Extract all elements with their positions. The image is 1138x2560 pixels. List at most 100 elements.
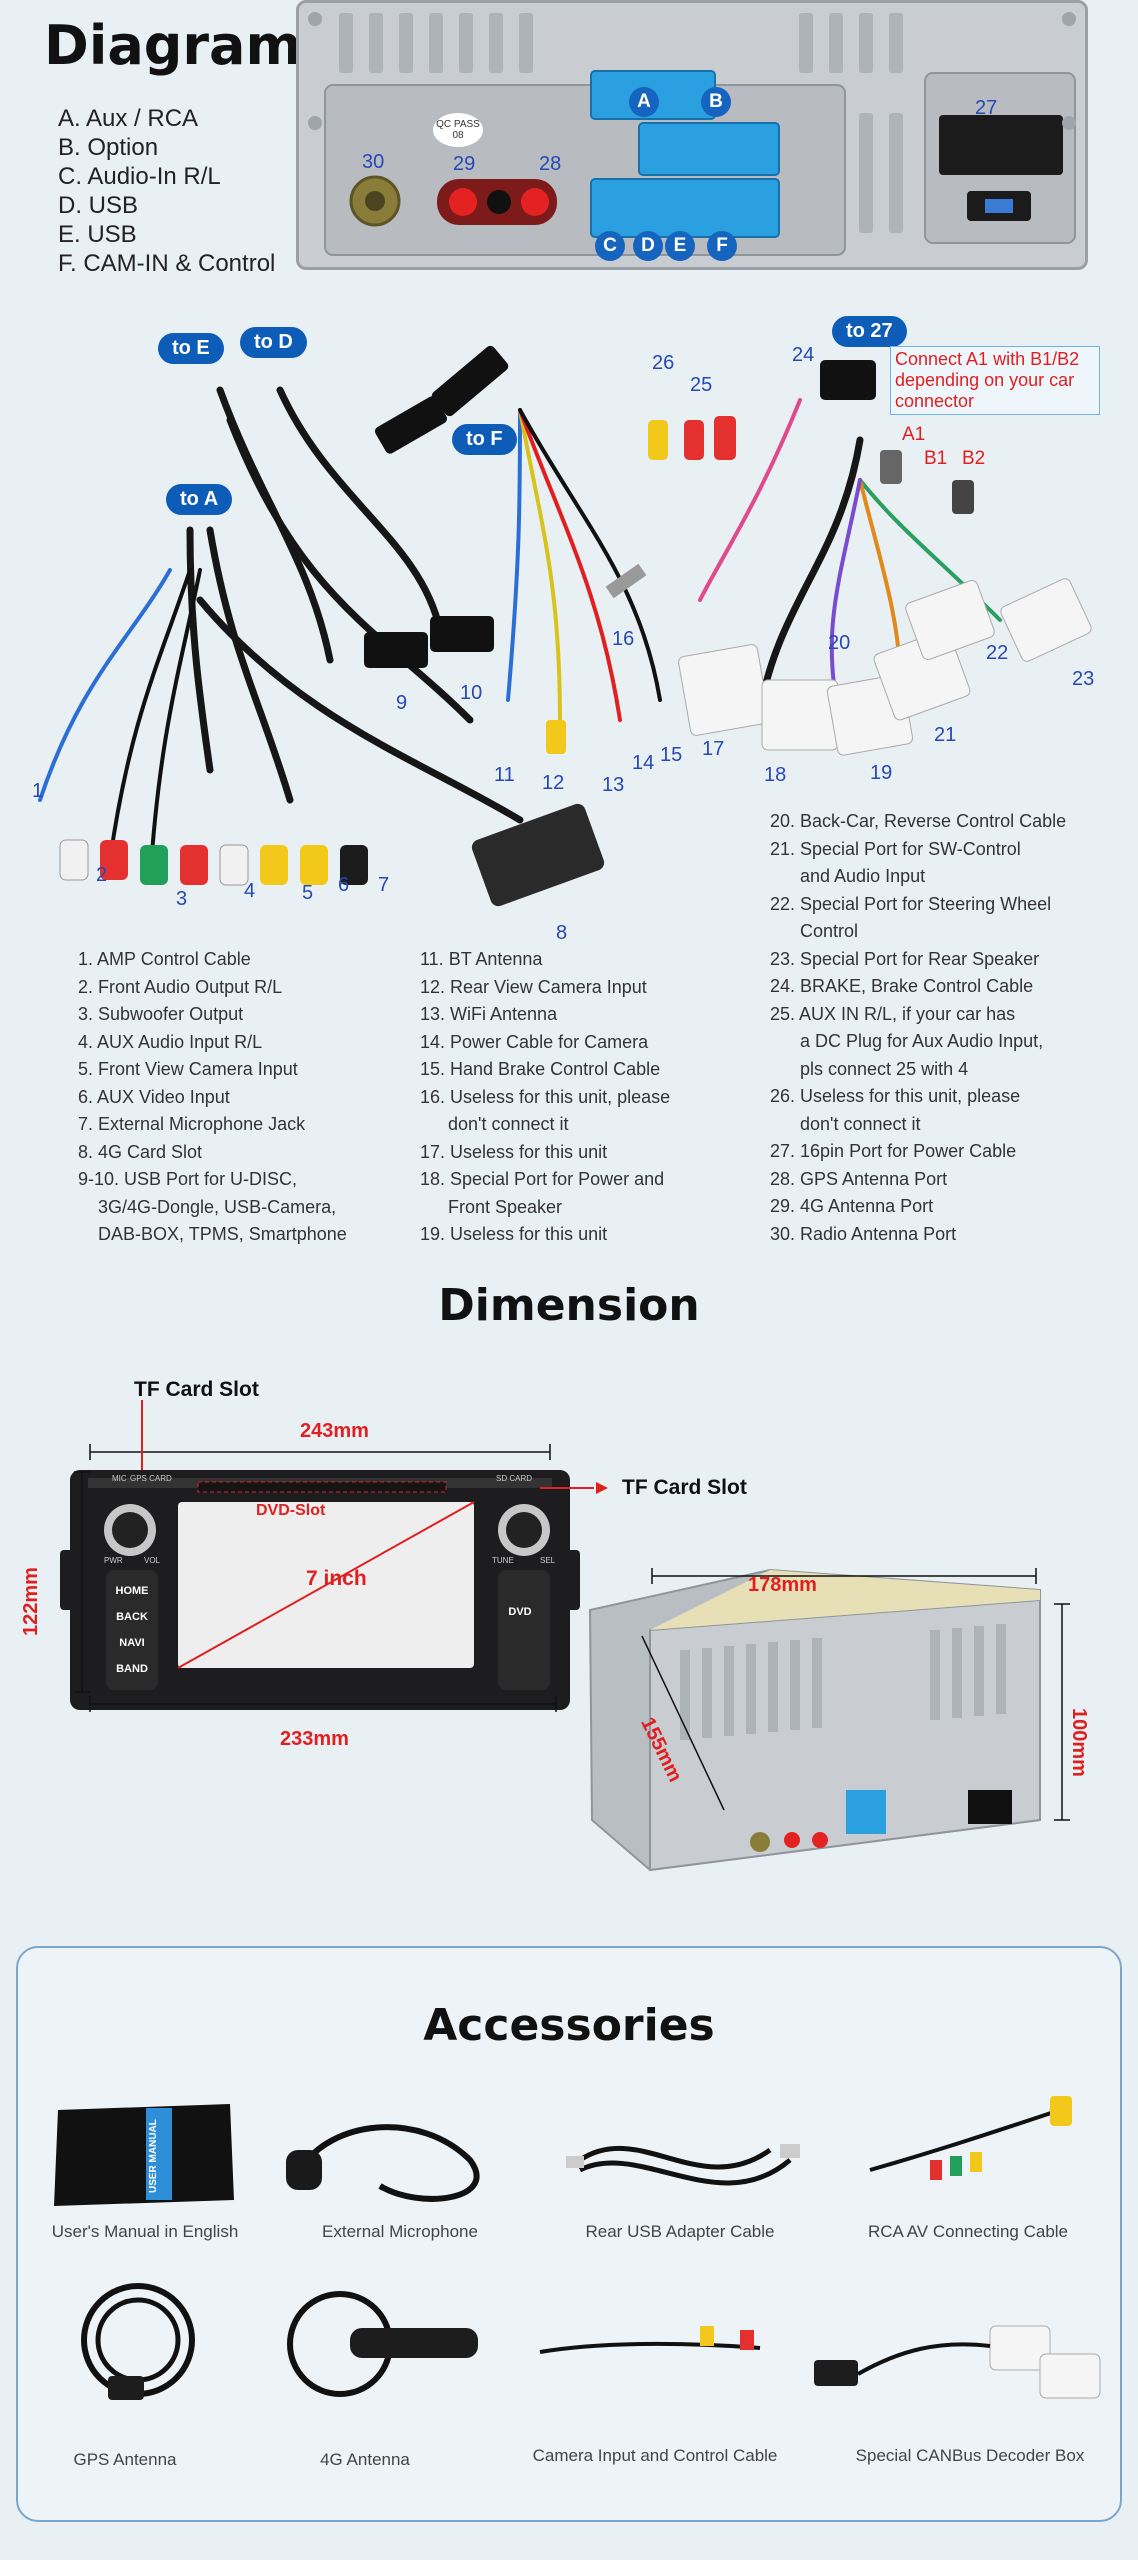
legend-item: D. USB [58, 192, 139, 219]
description-line: 24. BRAKE, Brake Control Cable [770, 976, 1034, 996]
description-line: 11. BT Antenna [420, 949, 543, 969]
description-line: 1. AMP Control Cable [78, 949, 251, 969]
description-line: 17. Useless for this unit [420, 1141, 608, 1162]
wire-number: 2 [96, 864, 108, 886]
description-line: 3. Subwoofer Output [78, 1004, 244, 1024]
description-line: don't connect it [800, 1113, 921, 1134]
width-top-dimension: 243mm [300, 1420, 369, 1442]
description-line: 13. WiFi Antenna [420, 1004, 558, 1024]
harness-drawing [38, 345, 1092, 907]
connector-a-badge: A [629, 87, 659, 117]
front-left-buttons: HOME BACK NAVI BAND [112, 1578, 152, 1682]
description-line: 3G/4G-Dongle, USB-Camera, [98, 1196, 337, 1217]
dvd-button: DVD [508, 1606, 532, 1618]
wire-number: 12 [542, 772, 565, 794]
band-button: BAND [116, 1663, 148, 1675]
to-27-badge: to 27 [832, 316, 907, 347]
port-30-label: 30 [362, 151, 385, 173]
description-line: 29. 4G Antenna Port [770, 1196, 934, 1216]
wire-number: 24 [792, 344, 815, 366]
description-line: 22. Special Port for Steering Wheel [770, 893, 1052, 914]
to-f-badge: to F [452, 424, 517, 455]
connector-f-badge: F [707, 231, 737, 261]
wire-number: 8 [556, 922, 568, 944]
mic-label: MIC [112, 1474, 127, 1483]
tf-card-slot-label: TF Card Slot [134, 1378, 259, 1401]
accessory-label: User's Manual in English [51, 2222, 239, 2241]
accessory-label: 4G Antenna [320, 2450, 410, 2469]
description-line: 25. AUX IN R/L, if your car has [770, 1003, 1016, 1024]
description-line: 27. 16pin Port for Power Cable [770, 1141, 1017, 1161]
accessory-label: RCA AV Connecting Cable [867, 2222, 1069, 2241]
wire-number: 15 [660, 744, 683, 766]
description-line: 5. Front View Camera Input [78, 1059, 298, 1079]
connector-e-badge: E [665, 231, 695, 261]
wire-number: 14 [632, 752, 655, 774]
description-line: 30. Radio Antenna Port [770, 1223, 957, 1244]
back-panel-drawing [308, 12, 1076, 256]
accessory-label: External Microphone [322, 2222, 478, 2241]
wire-number: 21 [934, 724, 957, 746]
description-line: Control [800, 921, 859, 941]
tf-card-slot-label: TF Card Slot [622, 1476, 747, 1499]
home-button: HOME [115, 1585, 149, 1597]
accessories-panel [16, 1946, 1122, 2522]
wire-number: 10 [460, 682, 483, 704]
to-d-badge: to D [240, 327, 307, 358]
wire-number: 13 [602, 774, 625, 796]
tune-label: TUNE [492, 1556, 514, 1565]
wire-number: 4 [244, 880, 256, 902]
pwr-label: PWR [104, 1556, 123, 1565]
accessory-label: GPS Antenna [73, 2450, 177, 2469]
wire-number: 9 [396, 692, 408, 714]
legend-item: B. Option [58, 134, 159, 161]
description-line: 6. AUX Video Input [78, 1086, 230, 1107]
user-manual-spine: USER MANUAL [148, 2119, 159, 2193]
back-button: BACK [116, 1611, 148, 1623]
wire-number: 26 [652, 352, 675, 374]
pin-b2-label: B2 [962, 448, 986, 469]
dvd-slot-label: DVD-Slot [256, 1502, 326, 1519]
accessory-label: Rear USB Adapter Cable [585, 2222, 775, 2241]
wire-number: 11 [494, 764, 515, 786]
to-e-badge: to E [158, 333, 224, 364]
wire-number: 25 [690, 374, 713, 396]
port-27-label: 27 [975, 97, 998, 119]
back-panel: 30 29 28 27 QC PASS 08 A B C D E F [296, 0, 1088, 270]
accessories-drawing [54, 2096, 1101, 2400]
wire-number: 19 [870, 762, 893, 784]
depth-top-dimension: 178mm [748, 1574, 817, 1596]
legend-item: F. CAM-IN & Control [58, 250, 276, 277]
description-line: Front Speaker [448, 1196, 563, 1217]
dimension-title: Dimension [438, 1280, 700, 1331]
description-line: 21. Special Port for SW-Control [770, 838, 1021, 859]
description-column-1: 1. AMP Control Cable 2. Front Audio Outp… [78, 946, 347, 1249]
pin-b1-label: B1 [924, 448, 948, 469]
connector-legend: A. Aux / RCA B. Option C. Audio-In R/L D… [58, 104, 275, 278]
sd-card-label: SD CARD [496, 1474, 533, 1483]
description-line: 7. External Microphone Jack [78, 1114, 306, 1134]
wire-number: 20 [828, 632, 851, 654]
height-dimension: 122mm [20, 1567, 42, 1636]
description-line: 2. Front Audio Output R/L [78, 976, 283, 997]
description-line: pls connect 25 with 4 [800, 1058, 969, 1079]
description-line: don't connect it [448, 1114, 569, 1134]
description-column-3: 20. Back-Car, Reverse Control Cable 21. … [770, 808, 1066, 1248]
description-line: 19. Useless for this unit [420, 1224, 608, 1244]
connector-c-badge: C [595, 231, 625, 261]
wire-number: 6 [338, 874, 350, 896]
sel-label: SEL [540, 1556, 556, 1565]
legend-item: C. Audio-In R/L [58, 163, 221, 190]
description-line: 23. Special Port for Rear Speaker [770, 948, 1040, 969]
wire-number: 5 [302, 882, 314, 904]
wire-number: 3 [176, 888, 188, 910]
description-line: 8. 4G Card Slot [78, 1141, 203, 1162]
description-line: 16. Useless for this unit, please [420, 1086, 671, 1107]
description-line: 15. Hand Brake Control Cable [420, 1059, 661, 1079]
port-28-label: 28 [539, 153, 562, 175]
description-line: 14. Power Cable for Camera [420, 1031, 649, 1052]
description-line: 12. Rear View Camera Input [420, 976, 647, 997]
depth-height-dimension: 100mm [1068, 1708, 1090, 1777]
dimension-drawing [60, 1400, 1070, 1872]
wire-number: 18 [764, 764, 787, 786]
